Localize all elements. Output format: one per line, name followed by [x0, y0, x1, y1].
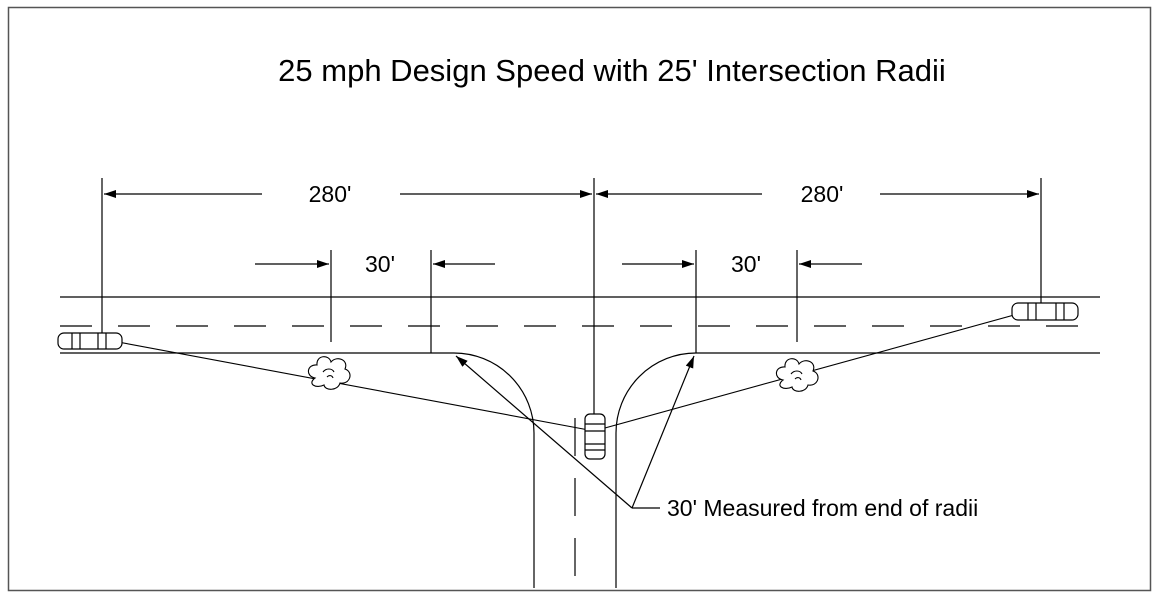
callout-leaders [455, 355, 695, 509]
left-setback-label: 30' [365, 251, 395, 277]
extension-lines [101, 178, 1042, 420]
diagram-title: 25 mph Design Speed with 25' Intersectio… [278, 53, 946, 88]
left-sight-distance-label: 280' [309, 181, 352, 207]
main-road [60, 296, 1100, 354]
shrub-icon [307, 356, 351, 390]
car-icon [57, 332, 123, 350]
car-icon [1011, 302, 1079, 321]
corner-radius-left [453, 352, 535, 434]
side-road [453, 352, 697, 588]
right-setback-label: 30' [731, 251, 761, 277]
sight-lines [117, 311, 1026, 432]
shrub-icon [775, 358, 819, 392]
callout-arrow-right-radius [631, 355, 695, 509]
callout-arrow-left-radius [455, 355, 633, 509]
callout-note: 30' Measured from end of radii [667, 495, 978, 521]
sight-line-left [117, 341, 595, 432]
car-icon [584, 413, 606, 460]
corner-radius-right [615, 352, 697, 434]
diagram-frame [7, 6, 1152, 592]
right-sight-distance-label: 280' [801, 181, 844, 207]
